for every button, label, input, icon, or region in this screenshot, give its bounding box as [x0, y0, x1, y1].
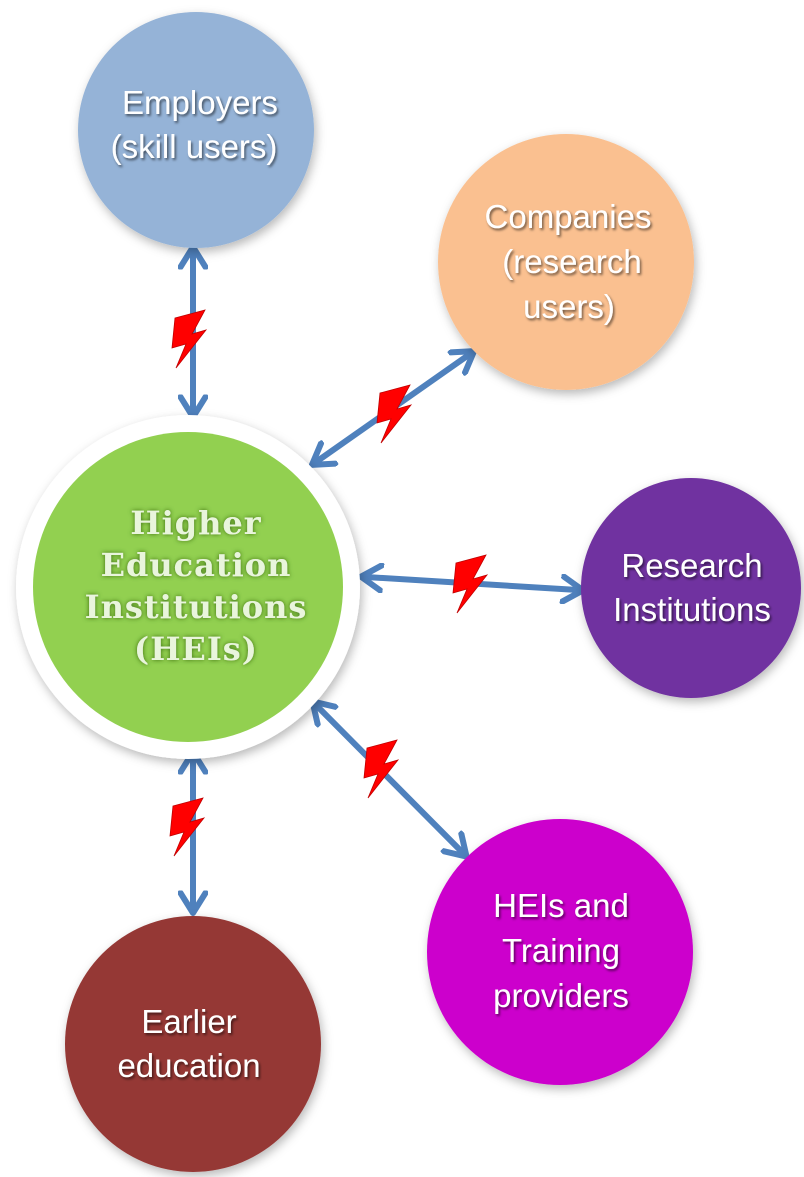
hub-label-line-2: Education — [101, 546, 292, 584]
lightning-bolt-icon — [376, 384, 413, 444]
heis-training-circle — [427, 819, 693, 1085]
hub-node: Higher Education Institutions (HEIs) — [16, 415, 360, 759]
heis-training-label-line-1: HEIs and — [493, 887, 629, 924]
node-research-institutions: Research Institutions — [581, 478, 801, 698]
hub-label-line-1: Higher — [130, 504, 261, 542]
research-institutions-circle — [581, 478, 801, 698]
connectors — [169, 252, 578, 908]
employers-label-line-2: (skill users) — [111, 128, 278, 165]
earlier-education-label-line-2: education — [117, 1047, 260, 1084]
lightning-bolt-icon — [363, 739, 400, 799]
lightning-bolt-icon — [169, 797, 206, 857]
companies-circle — [438, 134, 694, 390]
lightning-bolt-icon — [452, 554, 489, 614]
node-earlier-education: Earlier education — [65, 916, 321, 1172]
hub-label-line-4: (HEIs) — [134, 630, 258, 668]
hub-circle — [33, 432, 343, 742]
companies-label-line-1: Companies — [485, 198, 652, 235]
lightning-bolt-icon — [171, 309, 208, 369]
hub-label-line-3: Institutions — [85, 588, 308, 626]
companies-label-line-3: users) — [523, 288, 615, 325]
node-heis-training: HEIs and Training providers — [427, 819, 693, 1085]
employers-label-line-1: Employers — [122, 84, 278, 121]
companies-label-line-2: (research — [502, 243, 641, 280]
heis-training-label-line-2: Training — [502, 932, 620, 969]
node-companies: Companies (research users) — [438, 134, 694, 390]
research-institutions-label-line-1: Research — [621, 547, 762, 584]
earlier-education-circle — [65, 916, 321, 1172]
arrow-heis-training — [316, 705, 463, 853]
heis-training-label-line-3: providers — [493, 977, 629, 1014]
earlier-education-label-line-1: Earlier — [141, 1003, 236, 1040]
node-employers: Employers (skill users) — [78, 12, 314, 248]
employers-circle — [78, 12, 314, 248]
research-institutions-label-line-2: Institutions — [613, 591, 771, 628]
